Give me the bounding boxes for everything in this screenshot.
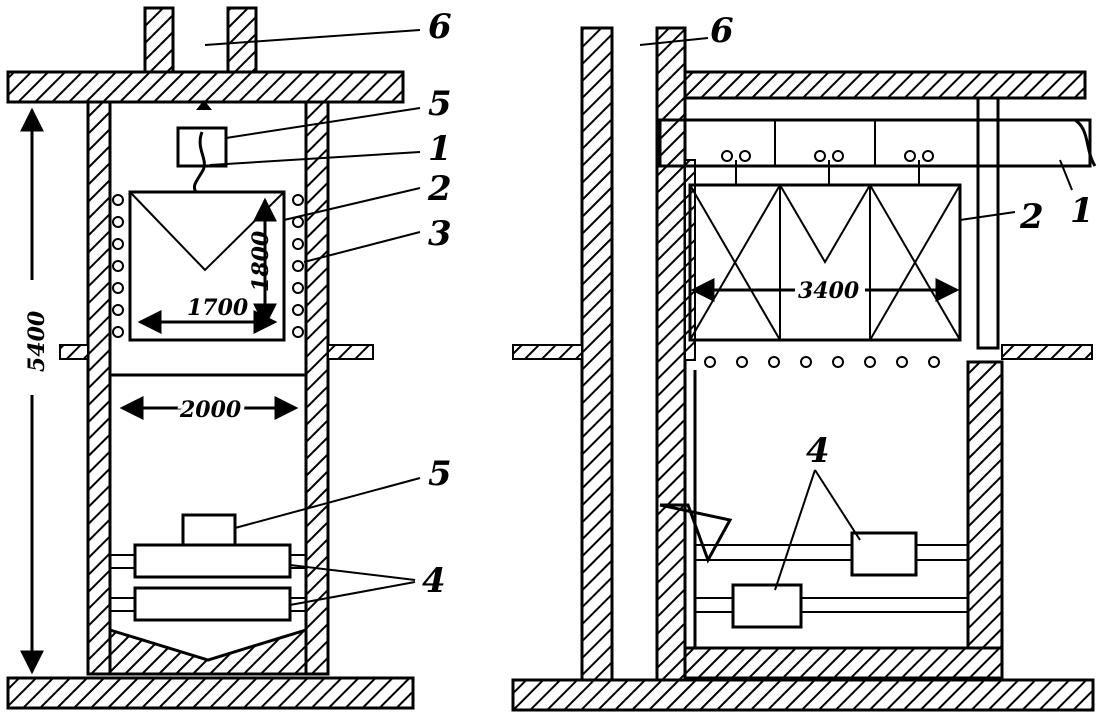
label-5-top: 5 [428, 84, 452, 124]
left-view: 1700 1800 2000 2000 5400 6 5 1 2 3 [6, 6, 452, 710]
equipment-drum-1 [133, 543, 292, 579]
flue-wall-inner [655, 26, 687, 682]
right-pit-floor [683, 646, 1004, 680]
equipment-right-upper [850, 531, 918, 577]
leader-6-right [639, 37, 709, 46]
basket-left [128, 190, 286, 342]
label-2-left: 2 [427, 169, 452, 209]
floor-ledge-right [327, 344, 374, 360]
leader-2-right [959, 211, 1016, 221]
flue-pipe-left [143, 6, 175, 74]
label-1-left: 1 [428, 129, 452, 169]
dim-pit-width: 2000 [179, 397, 242, 423]
leader-3-left [303, 231, 421, 263]
label-6-left: 6 [428, 7, 452, 47]
right-view: 3400 6 2 1 4 [511, 11, 1097, 712]
basket-right [688, 183, 962, 342]
hoist-marker [196, 100, 212, 110]
label-3-left: 3 [428, 214, 452, 254]
leader-1-left [209, 151, 421, 166]
label-4-left: 4 [422, 561, 446, 601]
leader-5-bottom [234, 477, 421, 529]
dim-basket-height: 1800 [248, 230, 274, 292]
hoist-top [176, 126, 228, 168]
flue-wall-outer [580, 26, 614, 682]
leader-4-right-a [814, 469, 861, 541]
chamber-floor [108, 627, 308, 676]
heater-coils-right [704, 356, 940, 368]
leader-4-a [289, 564, 416, 581]
label-4-right: 4 [806, 431, 830, 471]
equipment-right-lower [731, 583, 803, 629]
leader-4-b [289, 581, 416, 606]
dim-pit-width-text: 2000 [179, 397, 242, 423]
top-slab [6, 70, 405, 104]
right-wall-upper [976, 96, 1000, 350]
dim-height: 5400 [24, 310, 50, 372]
right-wall-lower [966, 360, 1004, 666]
right-wall [304, 100, 330, 676]
bottom-slab [6, 676, 415, 710]
leader-4-right-b [774, 469, 816, 591]
right-bottom-slab [511, 678, 1095, 712]
leader-1-right [1059, 159, 1073, 191]
leader-6-left [204, 29, 421, 46]
basket-right-cross-3 [779, 184, 871, 264]
label-2-right: 2 [1019, 197, 1044, 237]
dim-basket-width: 1700 [187, 295, 249, 321]
basket-right-cross-2 [689, 184, 781, 341]
right-top-slab [683, 70, 1087, 100]
hook-1 [192, 131, 206, 193]
equipment-top-block [181, 513, 237, 547]
label-6-right: 6 [710, 11, 734, 51]
right-ledge-right [1001, 344, 1093, 360]
right-ledge-left [512, 344, 583, 360]
equipment-drum-2 [133, 586, 292, 622]
label-5-bottom: 5 [428, 454, 452, 494]
trolleys [721, 150, 934, 185]
basket-right-cross-5 [869, 184, 961, 341]
dim-right-width: 3400 [798, 278, 860, 304]
floor-ledge-left [59, 344, 89, 360]
left-wall [86, 100, 112, 676]
beam-break [1074, 118, 1097, 167]
flue-pipe-right [226, 6, 258, 74]
label-1-right: 1 [1070, 191, 1094, 231]
leader-2-left [283, 187, 421, 221]
leader-5-top [225, 107, 421, 139]
